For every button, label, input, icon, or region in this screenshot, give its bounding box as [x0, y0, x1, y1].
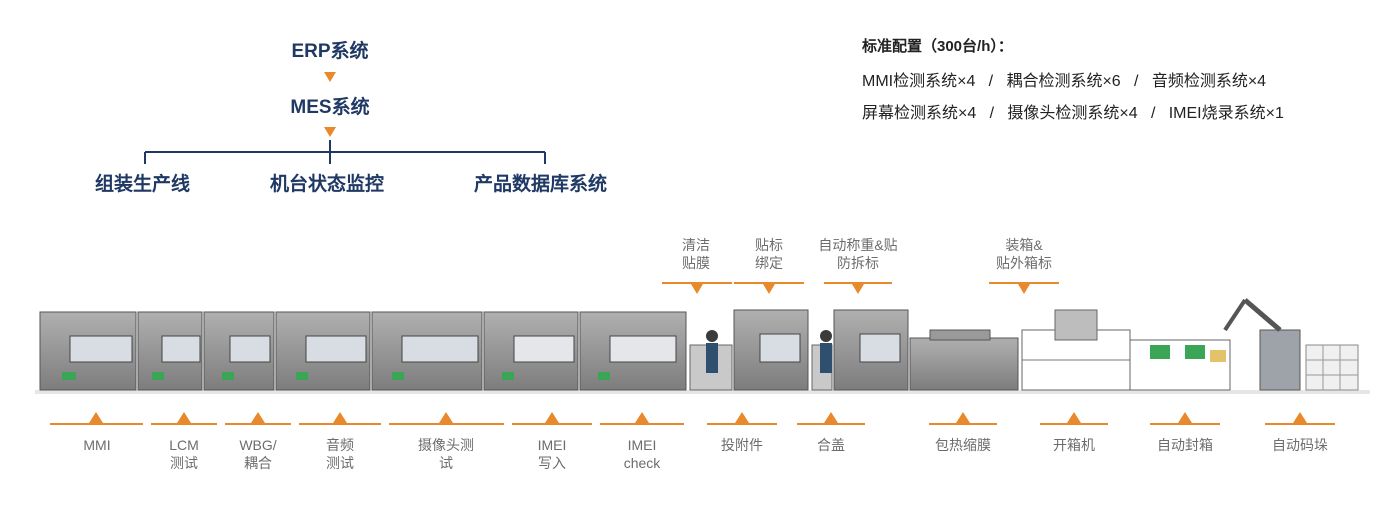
- machine-box-opener: [1021, 309, 1131, 391]
- top-stage-label: 装箱&贴外箱标: [996, 237, 1052, 271]
- stage-bar: [600, 423, 684, 425]
- machine-camera: [371, 311, 483, 391]
- stage-bar: [662, 282, 732, 284]
- arrow-up-icon: [956, 412, 970, 423]
- pallet-boxes: [1305, 344, 1359, 391]
- arrow-up-icon: [1067, 412, 1081, 423]
- arrow-down-icon: [691, 284, 703, 294]
- branch-assembly-line: 组装生产线: [95, 174, 191, 195]
- stage-bar: [512, 423, 592, 425]
- arrow-up-icon: [177, 412, 191, 423]
- stage-bar: [797, 423, 865, 425]
- tree-connector: [144, 140, 546, 164]
- operator-station-1: [689, 330, 733, 391]
- stage-bar: [929, 423, 997, 425]
- stage-label-audio: 音频测试: [326, 437, 354, 471]
- stage-bar: [299, 423, 381, 425]
- branch-product-database: 产品数据库系统: [474, 174, 608, 195]
- machine-imei-write: [483, 311, 579, 391]
- top-stage-label: 清洁贴膜: [682, 237, 710, 271]
- mes-node: MES系统: [290, 97, 370, 118]
- stage-label-box-open: 开箱机: [1053, 437, 1095, 453]
- stage-bar: [389, 423, 504, 425]
- stage-bar: [1150, 423, 1220, 425]
- stage-bar: [225, 423, 291, 425]
- arrow-up-icon: [545, 412, 559, 423]
- stage-label-accessories: 投附件: [721, 437, 763, 453]
- machine-mmi: [39, 311, 137, 391]
- machine-labeling: [733, 309, 809, 391]
- config-line-1: MMI检测系统×4 / 耦合检测系统×6 / 音频检测系统×4: [862, 73, 1267, 90]
- arrow-up-icon: [89, 412, 103, 423]
- machine-wbg: [203, 311, 275, 391]
- machine-shrink-wrap: [909, 329, 1019, 391]
- arrow-up-icon: [333, 412, 347, 423]
- stage-label-box-seal: 自动封箱: [1157, 437, 1213, 453]
- stage-label-palletize: 自动码垛: [1272, 437, 1328, 453]
- machine-box-sealer: [1129, 339, 1231, 391]
- branch-machine-monitor: 机台状态监控: [270, 174, 385, 195]
- stage-label-camera: 摄像头测试: [418, 437, 474, 471]
- arrow-up-icon: [439, 412, 453, 423]
- top-stage-label: 贴标绑定: [755, 237, 783, 271]
- top-stage-label: 自动称重&贴防拆标: [818, 237, 898, 271]
- stage-bar: [151, 423, 217, 425]
- stage-bar: [734, 282, 804, 284]
- robot-palletizer: [1223, 298, 1301, 391]
- arrow-down-icon: [324, 72, 336, 82]
- stage-label-shrink: 包热缩膜: [935, 437, 991, 453]
- erp-node: ERP系统: [291, 41, 369, 62]
- arrow-up-icon: [251, 412, 265, 423]
- stage-bar: [989, 282, 1059, 284]
- stage-bar: [1265, 423, 1335, 425]
- production-line-illustration: [35, 298, 1370, 394]
- stage-bar: [824, 282, 892, 284]
- stage-label-mmi: MMI: [83, 437, 111, 453]
- stage-bar: [707, 423, 777, 425]
- machine-weighing: [833, 309, 909, 391]
- arrow-up-icon: [635, 412, 649, 423]
- arrow-up-icon: [824, 412, 838, 423]
- stage-bar: [1040, 423, 1108, 425]
- arrow-down-icon: [324, 127, 336, 137]
- operator-station-2: [811, 330, 833, 391]
- config-title: 标准配置（300台/h）：: [862, 38, 1013, 55]
- stage-label-lid: 合盖: [817, 437, 845, 453]
- arrow-down-icon: [763, 284, 775, 294]
- arrow-up-icon: [1293, 412, 1307, 423]
- config-line-2: 屏幕检测系统×4 / 摄像头检测系统×4 / IMEI烧录系统×1: [862, 105, 1284, 122]
- machine-lcm: [137, 311, 203, 391]
- machine-imei-check: [579, 311, 687, 391]
- stage-label-wbg: WBG/耦合: [239, 437, 277, 471]
- stage-bar: [50, 423, 143, 425]
- arrow-up-icon: [1178, 412, 1192, 423]
- arrow-down-icon: [1018, 284, 1030, 294]
- machine-audio: [275, 311, 371, 391]
- arrow-up-icon: [735, 412, 749, 423]
- arrow-down-icon: [852, 284, 864, 294]
